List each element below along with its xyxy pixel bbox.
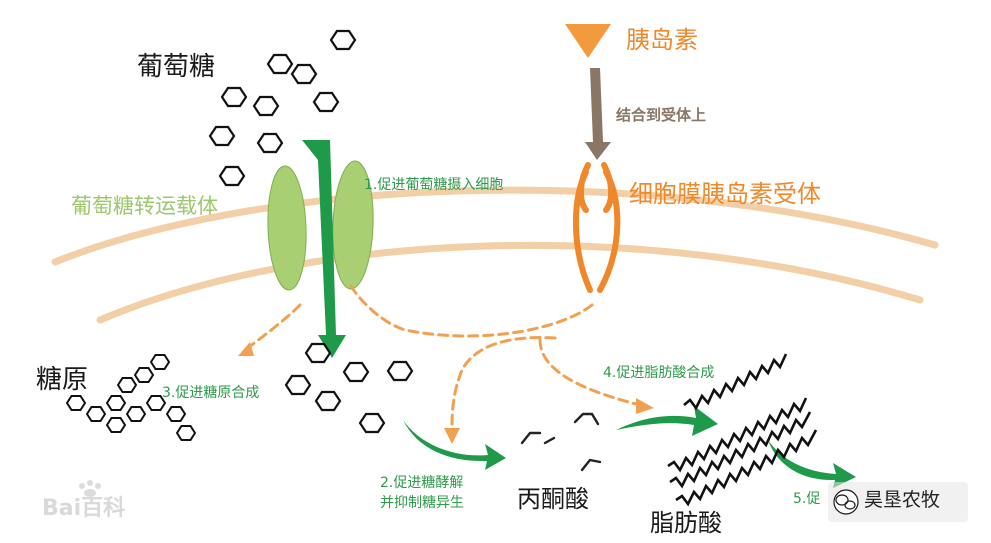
signal-paths: [243, 283, 642, 432]
binding-label: 结合到受体上: [616, 106, 707, 124]
binding-arrow: [585, 68, 611, 160]
baidu-paw-icon: [79, 480, 101, 497]
step1-label: 1.促进葡萄糖摄入细胞: [364, 177, 504, 193]
fatty-acid-label: 脂肪酸: [650, 509, 722, 537]
receptor-label: 细胞膜胰岛素受体: [629, 180, 821, 208]
cell-membrane: [51, 186, 939, 324]
glucose-label: 葡萄糖: [137, 52, 216, 82]
baidu-watermark: Bai百科: [42, 496, 126, 521]
fatty-acid-chains: [667, 353, 818, 507]
insulin-receptor: [573, 162, 621, 293]
step3-label: 3.促进糖原合成: [162, 385, 260, 401]
pyruvate-molecules: [520, 412, 602, 472]
glucose-uptake-arrow: [302, 140, 346, 358]
wechat-watermark: 昊垦农牧: [864, 489, 941, 511]
fatty-acid-synthesis-arrow: [616, 406, 718, 436]
signal-arrowheads: [238, 342, 654, 444]
step4-label: 4.促进脂肪酸合成: [603, 365, 715, 381]
step5-arrow: [768, 440, 856, 488]
glucose-molecules-inside: [284, 342, 414, 434]
wechat-icon: [828, 482, 968, 522]
step2-label-line2: 并抑制糖异生: [380, 495, 464, 511]
pyruvate-label: 丙酮酸: [517, 485, 589, 513]
step5-label: 5.促: [793, 491, 821, 507]
glycolysis-arrow: [403, 420, 506, 470]
transporter-label: 葡萄糖转运载体: [71, 194, 218, 218]
glucose-molecules-outside: [208, 29, 357, 187]
glucose-transporter: [267, 160, 374, 291]
insulin-molecule: [565, 24, 611, 58]
glycogen-label: 糖原: [36, 365, 89, 395]
step2-label-line1: 2.促进糖酵解: [380, 475, 464, 491]
insulin-label: 胰岛素: [626, 26, 698, 54]
